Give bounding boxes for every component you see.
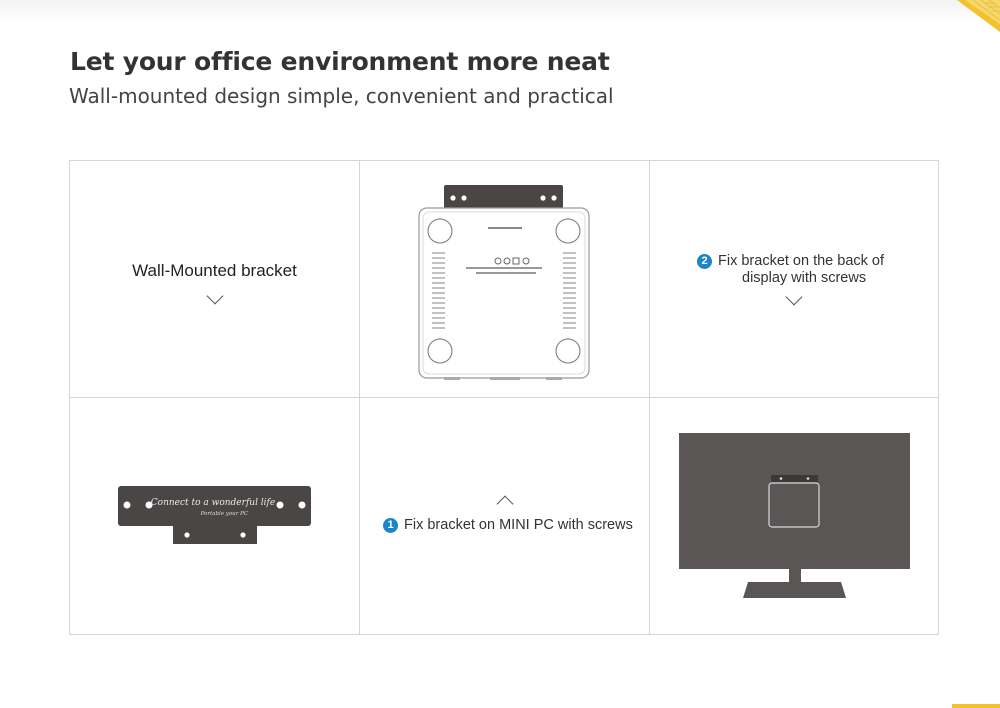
bracket-script-line-1: Connect to a wonderful life: [151, 498, 275, 508]
step-number-badge: 1: [383, 518, 398, 533]
wall-bracket-illustration: Connect to a wonderful life Portable you…: [118, 486, 311, 544]
step-number-badge: 2: [697, 254, 712, 269]
step-2-line-1: Fix bracket on the back of: [718, 253, 885, 269]
step-2-line-2: display with screws: [742, 270, 867, 286]
cell-bracket-label: Wall-Mounted bracket: [69, 160, 360, 398]
cell-mini-pc-back: [359, 160, 650, 398]
chevron-down-icon: [785, 288, 803, 306]
monitor-with-mini-pc-illustration: [679, 433, 910, 598]
bracket-script-line-2: Portable your PC: [200, 511, 249, 517]
instruction-grid: Wall-Mounted bracket: [69, 160, 939, 635]
mini-pc-back-illustration: [418, 185, 590, 380]
cell-bracket-image: Connect to a wonderful life Portable you…: [69, 397, 360, 635]
corner-decoration: [957, 0, 1000, 32]
bracket-label-text: Wall-Mounted bracket: [132, 261, 297, 280]
top-fade-strip: [0, 0, 1000, 22]
bottom-corner-decoration: [952, 704, 1000, 708]
page-subtitle: Wall-mounted design simple, convenient a…: [69, 84, 614, 108]
page-title: Let your office environment more neat: [70, 47, 610, 76]
step-1-instruction: 1 Fix bracket on MINI PC with screws: [383, 517, 633, 534]
step-1-text: Fix bracket on MINI PC with screws: [404, 517, 633, 533]
chevron-up-icon: [496, 495, 514, 513]
step-2-instruction: 2 Fix bracket on the back of: [697, 253, 884, 270]
chevron-down-icon: [206, 287, 224, 305]
cell-step-2: 2 Fix bracket on the back of display with…: [649, 160, 939, 398]
cell-step-1: 1 Fix bracket on MINI PC with screws: [359, 397, 650, 635]
cell-monitor-image: [649, 397, 939, 635]
